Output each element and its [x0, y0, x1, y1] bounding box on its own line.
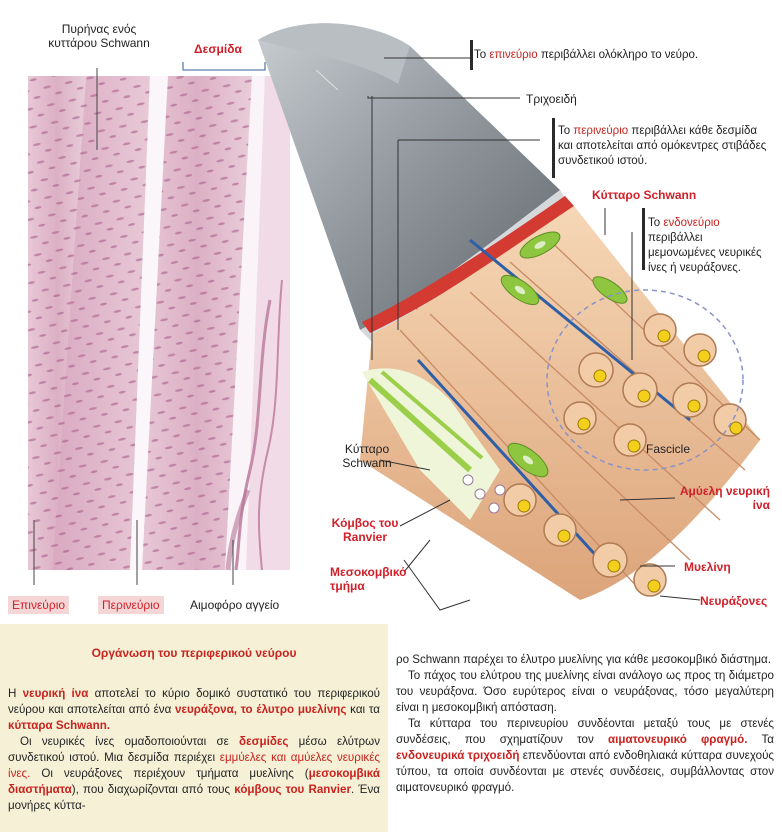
nerve-3d-diagram	[258, 23, 760, 600]
perineurio-label: Περινεύριο	[98, 596, 164, 614]
endoneurio-note-bar	[642, 208, 645, 270]
caption-column-right: ρο Schwann παρέχει το έλυτρο μυελίνης γι…	[396, 652, 774, 796]
aimoforo-label: Αιμοφόρο αγγείο	[190, 598, 279, 612]
epineurio-note-bar	[470, 40, 473, 70]
desmida-bracket	[183, 62, 265, 70]
perineurio-note: Το περινεύριο περιβάλλει κάθε δεσμίδα κα…	[558, 124, 770, 169]
epineurio-label: Επινεύριο	[8, 596, 69, 614]
ranvier-label: Κόμβος του Ranvier	[330, 516, 400, 544]
trichoeidi-label: Τριχοειδή	[526, 92, 577, 106]
neuraxones-label: Νευράξονες	[700, 594, 767, 608]
schwann-cell-red-label: Κύτταρο Schwann	[592, 188, 696, 202]
caption-paragraph-2: Οι νευρικές ίνες ομαδοποιούνται σε δεσμί…	[8, 734, 380, 814]
fascicle-label: Fascicle	[646, 442, 690, 456]
caption-paragraph-3: ρο Schwann παρέχει το έλυτρο μυελίνης γι…	[396, 652, 774, 668]
epineurio-note: Το επινεύριο περιβάλλει ολόκληρο το νεύρ…	[474, 48, 744, 63]
mesokombiko-label: Μεσοκομβικό τμήμα	[330, 565, 420, 593]
schwann-nucleus-label: Πυρήνας ενός κυττάρου Schwann	[44, 22, 154, 50]
myelini-label: Μυελίνη	[684, 560, 731, 574]
histology-micrograph	[28, 76, 290, 570]
schwann-cell-label: Κύτταρο Schwann	[336, 442, 398, 470]
perineurio-note-bar	[552, 118, 555, 178]
amyeli-label: Αμύελη νευρική ίνα	[676, 484, 770, 512]
caption-paragraph-5: Τα κύτταρα του περινευρίου συνδέονται με…	[396, 716, 774, 796]
caption-paragraph-4: Το πάχος του ελύτρου της μυελίνης είναι …	[396, 668, 774, 716]
caption-paragraph-1: Η νευρική ίνα αποτελεί το κύριο δομικό σ…	[8, 686, 380, 734]
desmida-label: Δεσμίδα	[194, 42, 242, 56]
caption-title: Οργάνωση του περιφερικού νεύρου	[0, 646, 388, 660]
caption-column-left: Η νευρική ίνα αποτελεί το κύριο δομικό σ…	[8, 686, 380, 814]
endoneurio-note: Το ενδονεύριο περιβάλλει μεμονωμένες νευ…	[648, 216, 773, 276]
